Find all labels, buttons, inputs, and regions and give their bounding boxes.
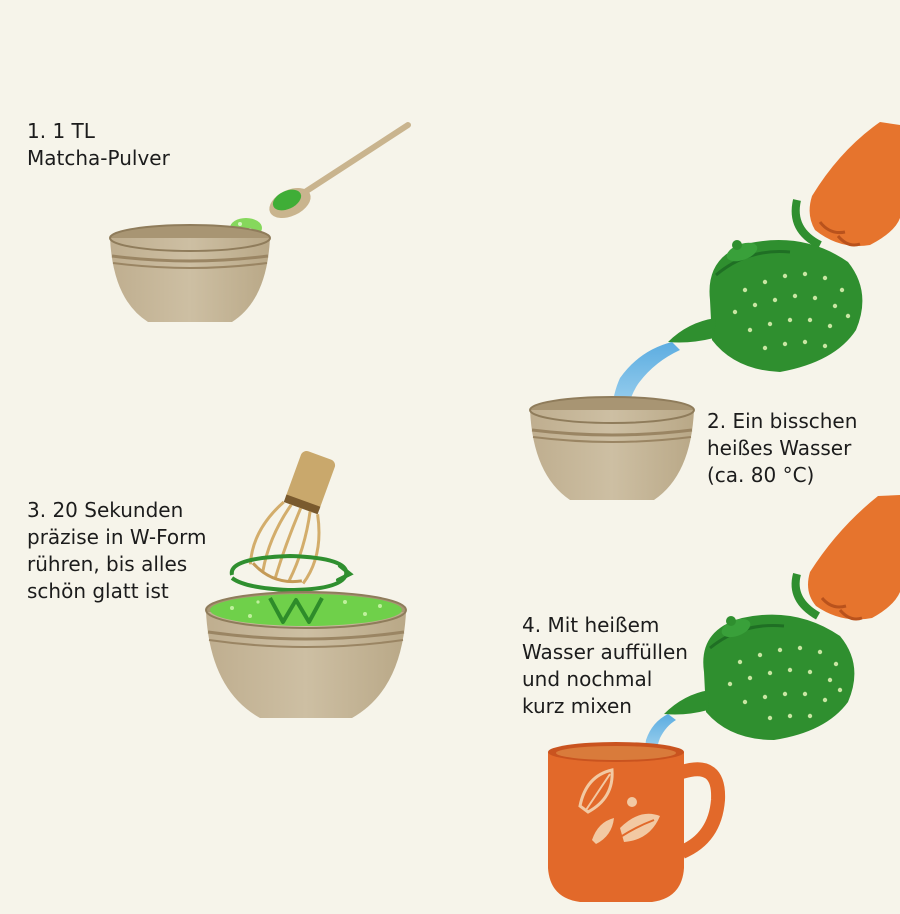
step-3-line-3: rühren, bis alles — [27, 552, 188, 576]
bowl-icon — [529, 396, 695, 500]
teapot-icon — [668, 199, 863, 372]
step-1-line-2: Matcha-Pulver — [27, 146, 170, 170]
bamboo-whisk-icon — [248, 451, 336, 585]
stir-arrow-icon — [229, 553, 354, 593]
step-3-text: 3. 20 Sekunden präzise in W-Form rühren,… — [27, 497, 206, 605]
hand-icon — [809, 122, 900, 247]
step-4-line-1: 4. Mit heißem — [522, 613, 660, 637]
bowl-icon — [205, 591, 407, 718]
step-2-line-2: heißes Wasser — [707, 436, 852, 460]
spoon-icon — [269, 122, 411, 219]
step-1-text: 1. 1 TL Matcha-Pulver — [27, 118, 170, 172]
cup-icon — [548, 742, 726, 902]
step-3-line-2: präzise in W-Form — [27, 525, 207, 549]
step-2-line-3: (ca. 80 °C) — [707, 463, 815, 487]
step-4-text: 4. Mit heißem Wasser auffüllen und nochm… — [522, 612, 688, 720]
teapot-icon — [664, 572, 855, 740]
step-2-line-1: 2. Ein bisschen — [707, 409, 858, 433]
step-4-line-3: und nochmal — [522, 667, 653, 691]
step-4-line-4: kurz mixen — [522, 694, 632, 718]
bowl-icon — [109, 224, 271, 322]
step-2-text: 2. Ein bisschen heißes Wasser (ca. 80 °C… — [707, 408, 857, 489]
step-3-line-1: 3. 20 Sekunden — [27, 498, 184, 522]
step-4-line-2: Wasser auffüllen — [522, 640, 688, 664]
leaf-icon — [578, 768, 660, 844]
step-3-line-4: schön glatt ist — [27, 579, 169, 603]
hand-icon — [808, 495, 900, 621]
step-1-line-1: 1. 1 TL — [27, 119, 95, 143]
